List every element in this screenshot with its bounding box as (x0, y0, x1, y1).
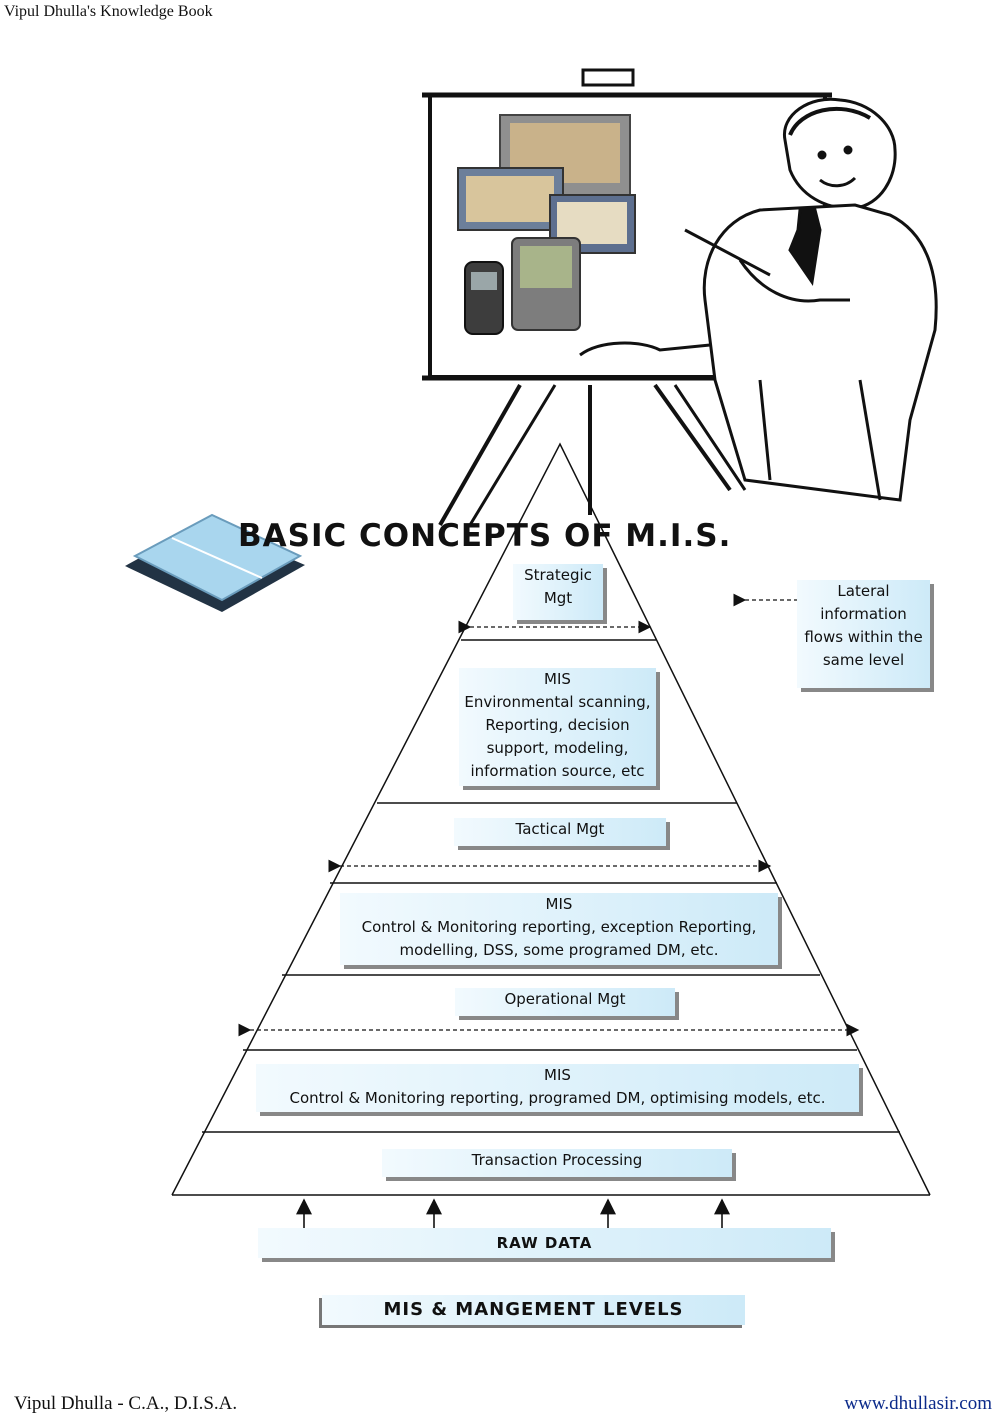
operational-mgt-box: Operational Mgt (455, 988, 675, 1016)
transaction-processing-box: Transaction Processing (382, 1149, 732, 1177)
raw-data-label: RAW DATA (496, 1234, 593, 1252)
presenter-figure (579, 97, 938, 502)
mis-detail: Environmental scanning, (464, 693, 651, 711)
mis-detail: Reporting, decision (485, 716, 630, 734)
mis-detail: information source, etc (470, 762, 645, 780)
tactical-label: Tactical Mgt (515, 820, 605, 838)
diagram-caption: MIS & MANGEMENT LEVELS (383, 1299, 684, 1320)
lateral-note-text: same level (822, 651, 905, 669)
strategic-label: Mgt (543, 589, 573, 607)
footer-author: Vipul Dhulla - C.A., D.I.S.A. (14, 1393, 238, 1414)
pyramid (171, 442, 931, 1196)
mis-label: MIS (544, 1066, 571, 1084)
lateral-note-box: Lateral information flows within the sam… (797, 580, 930, 688)
mis-label: MIS (545, 895, 573, 913)
mis-detail: Control & Monitoring reporting, exceptio… (361, 918, 757, 936)
book-icon (125, 513, 305, 612)
lateral-note-text: flows within the (804, 628, 923, 646)
tactical-mgt-box: Tactical Mgt (454, 818, 666, 846)
operational-label: Operational Mgt (504, 990, 626, 1008)
strategic-label: Strategic (524, 566, 592, 584)
mis-strategic-box: MIS Environmental scanning, Reporting, d… (459, 668, 656, 786)
mis-detail: Control & Monitoring reporting, programe… (289, 1089, 826, 1107)
caption-box: MIS & MANGEMENT LEVELS (322, 1295, 745, 1325)
mis-detail: support, modeling, (486, 739, 629, 757)
footer-website-link[interactable]: www.dhullasir.com (844, 1393, 992, 1414)
lateral-note-text: Lateral (837, 582, 890, 600)
diagram-title: BASIC CONCEPTS OF M.I.S. (238, 518, 732, 554)
mis-detail: modelling, DSS, some programed DM, etc. (399, 941, 719, 959)
mis-operational-box: MIS Control & Monitoring reporting, prog… (256, 1064, 859, 1112)
mis-tactical-box: MIS Control & Monitoring reporting, exce… (340, 893, 778, 965)
transaction-label: Transaction Processing (471, 1151, 643, 1169)
lateral-note-text: information (820, 605, 907, 623)
strategic-mgt-box: Strategic Mgt (513, 564, 603, 620)
page-header: Vipul Dhulla's Knowledge Book (4, 3, 213, 20)
devices-picture (457, 114, 636, 335)
mis-label: MIS (544, 670, 571, 688)
raw-data-box: RAW DATA (258, 1228, 831, 1258)
